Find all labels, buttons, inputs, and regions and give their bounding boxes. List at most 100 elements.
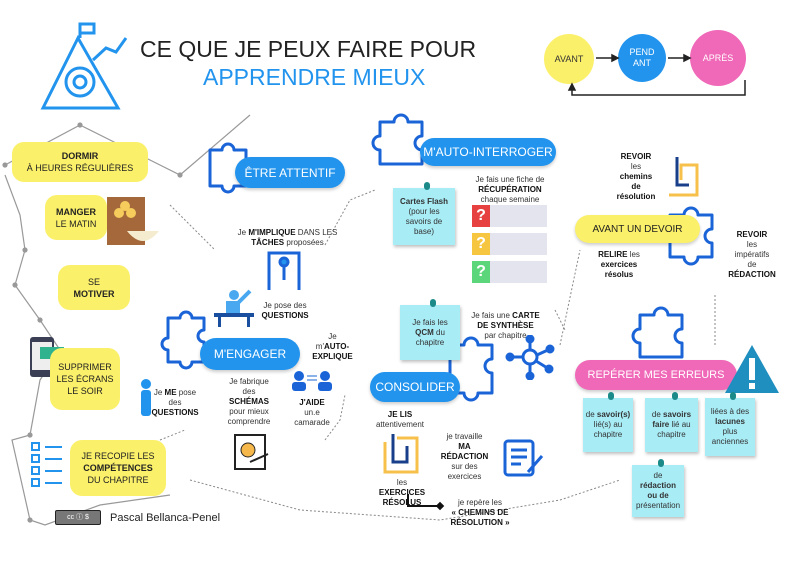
engager-schema3: pour mieux [229,407,269,416]
consolider-les: les [396,478,408,487]
erreurs-n3c: plus [722,427,738,436]
erreurs-n2a: de [651,410,664,419]
pill-m-engager: M'ENGAGER [200,338,300,370]
habit-manger-bold: MANGER [56,206,96,217]
engager-aide-b: J'AIDE [299,398,325,407]
question-mark-icon: ? [472,261,490,283]
attentif-pose: Je pose des [263,301,307,310]
question-mark-icon: ? [472,233,490,255]
engager-me-b: ME [164,388,177,397]
engager-me1: Je [153,388,165,397]
habit-recopie-line3: DU CHAPITRE [87,475,149,485]
erreurs-n3d: anciennes [711,437,749,446]
consolider-carte2: par chapitre [484,331,527,340]
habit-dormir-bold: DORMIR [61,151,99,161]
interroger-flash1: (pour les [408,206,440,216]
thinking-person-icon [141,379,151,416]
pin-icon [730,392,736,400]
habit-motiver-text: SE [87,276,100,287]
engager-me-b2: QUESTIONS [151,408,199,417]
consolider-red2: sur des [451,462,478,471]
erreurs-n2e: chapitre [657,430,686,439]
consolider-ex-b: EXERCICES [378,488,426,497]
consolider-carte1: Je fais une [471,311,513,320]
cereal-box-icon [107,197,159,245]
erreurs-n4c: ou de [647,491,669,500]
attentif-taches-b: TÂCHES [251,238,285,247]
cc-license-badge-icon: cc ⓘ $ [55,510,101,525]
document-pen-icon [503,439,544,477]
habit-manger-text: LE MATIN [55,218,97,229]
consolider-qcm-b: QCM [415,327,434,337]
resolution-path-icon [383,434,419,474]
pin-icon [430,299,436,307]
habit-dormir: DORMIR À HEURES RÉGULIÈRES [12,142,148,182]
resolution-path-icon [669,157,699,197]
student-raising-hand-icon [214,289,254,327]
consolider-red-b: MA [458,442,471,451]
devoir-imp-b: REVOIR [736,230,768,239]
erreurs-n2c: faire [652,420,670,429]
interroger-fiche2: chaque semaine [480,195,540,204]
erreurs-n3a: liées à des [710,407,750,416]
consolider-carte-b2: DE SYNTHÈSE [477,321,534,330]
recuperation-cards: ? ? ? [472,205,547,283]
habit-recopie-bold: COMPÉTENCES [83,463,153,473]
habit-ecrans-line2: LES ÉCRANS [56,374,114,384]
attentif-implique-b: M'IMPLIQUE [248,228,296,237]
question-card-red: ? [472,205,547,227]
cycle-avant: AVANT [544,34,594,84]
attentif-implique2: DANS LES [295,228,338,237]
habit-dormir-text: À HEURES RÉGULIÈRES [26,163,134,173]
pill-reperer-erreurs: REPÉRER MES ERREURS [575,360,737,390]
cycle-arrows-icon [567,53,746,96]
devoir-rev-b3: de [631,182,641,191]
devoir-rev-b: REVOIR [620,152,652,161]
attentif-taches: proposées [284,238,324,247]
consolider-carte-b: CARTE [512,311,540,320]
consolider-red3: exercices [447,472,482,481]
consolider-ex-b2: RÉSOLUS [382,498,422,507]
erreurs-n1d: chapitre [593,430,623,439]
consolider-chem-b2: RÉSOLUTION » [450,518,510,527]
engager-schema1: Je fabrique [229,377,269,386]
pin-icon [671,392,678,400]
checklist-icon [31,442,62,487]
interroger-flash2: savoirs de [405,216,443,226]
devoir-rev-b4: résolution [616,192,656,201]
pill-consolider: CONSOLIDER [370,372,460,402]
habit-ecrans-line3: LE SOIR [67,386,103,396]
question-card-yellow: ? [472,233,547,255]
title-line2: APPRENDRE MIEUX [203,64,426,90]
engager-aide2: camarade [294,418,330,427]
attentif-pose-b: QUESTIONS [261,311,309,320]
devoir-rev1: les [630,162,642,171]
consolider-lis-b: JE LIS [387,410,413,419]
title-line1: CE QUE JE PEUX FAIRE POUR [140,36,477,62]
engager-schema4: comprendre [227,417,271,426]
cycle-pendant: PEND ANT [618,34,666,82]
devoir-relire-b3: résolus [604,270,634,279]
interroger-fiche-b: RÉCUPÉRATION [478,185,542,194]
devoir-relire-b2: exercices [600,260,638,269]
erreurs-n1b: savoir(s) [596,410,631,419]
pill-avant-un-devoir: AVANT UN DEVOIR [575,215,700,243]
